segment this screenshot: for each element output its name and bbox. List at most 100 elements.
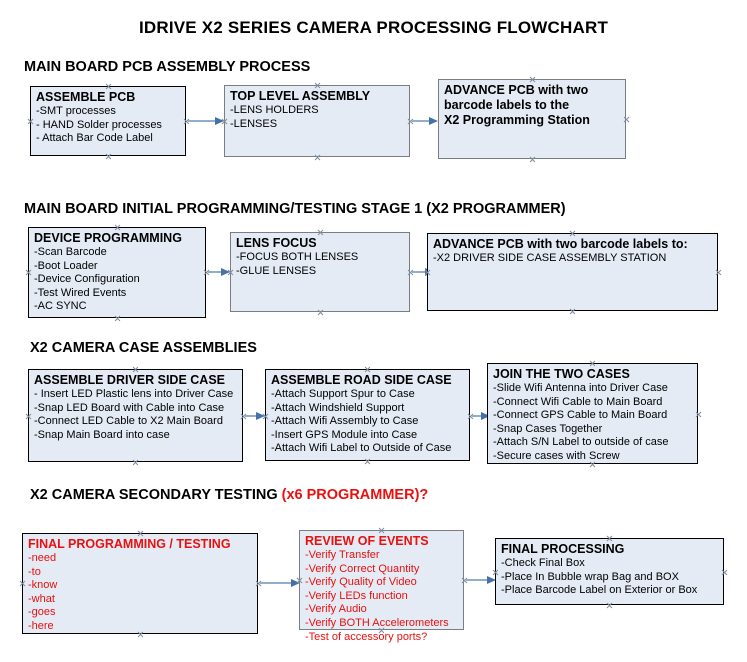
node-line: -what (28, 592, 55, 605)
section-heading-text: X2 CAMERA CASE ASSEMBLIES (30, 340, 257, 356)
node-title: DEVICE PROGRAMMING (34, 231, 182, 245)
node-advance-pcb-programming-station[interactable]: ADVANCE PCB with two barcode labels to t… (438, 79, 626, 159)
node-assemble-pcb[interactable]: ASSEMBLE PCB -SMT processes - HAND Solde… (30, 86, 186, 156)
node-title-line3: X2 Programming Station (444, 113, 590, 127)
node-line: -Verify Quality of Video (305, 576, 417, 589)
node-line: -goes (28, 606, 56, 619)
arrow-head (291, 579, 300, 587)
node-assemble-driver-side-case[interactable]: ASSEMBLE DRIVER SIDE CASE - Insert LED P… (28, 369, 243, 462)
node-line: -X2 DRIVER SIDE CASE ASSEMBLY STATION (433, 252, 667, 264)
node-line: -Snap LED Board with Cable into Case (34, 401, 225, 414)
arrow-assemble-pcb-to-top-level (188, 117, 224, 126)
node-join-the-two-cases[interactable]: JOIN THE TWO CASES -Slide Wifi Antenna i… (487, 363, 698, 464)
node-line: -here (28, 619, 54, 632)
node-line: -Slide Wifi Antenna into Driver Case (493, 382, 668, 394)
arrow-device-programming-to-lens-focus (208, 268, 230, 277)
node-line: -Snap Main Board into case (34, 428, 170, 441)
node-line: -Attach Wifi Assembly to Case (271, 415, 419, 428)
node-title: FINAL PROGRAMMING / TESTING (28, 537, 231, 551)
arrow-top-level-to-advance-pcb (412, 117, 438, 126)
node-title: ASSEMBLE PCB (36, 90, 136, 104)
arrow-shaft (412, 120, 430, 122)
arrow-road-case-to-join-cases (472, 412, 490, 421)
arrow-shaft (472, 415, 482, 417)
arrow-shaft (188, 120, 216, 122)
node-device-programming[interactable]: DEVICE PROGRAMMING -Scan Barcode -Boot L… (28, 227, 206, 318)
arrow-head (221, 268, 230, 276)
page-title: IDRIVE X2 SERIES CAMERA PROCESSING FLOWC… (138, 18, 609, 37)
section-heading-initial-programming: MAIN BOARD INITIAL PROGRAMMING/TESTING S… (24, 201, 566, 217)
section-heading-case-assemblies: X2 CAMERA CASE ASSEMBLIES (30, 340, 257, 356)
node-line: -Verify LEDs function (305, 589, 408, 602)
node-line: - HAND Solder processes (36, 118, 162, 131)
arrow-head (215, 117, 224, 125)
node-line: -to (28, 565, 41, 578)
node-line: -LENS HOLDERS (230, 104, 319, 116)
node-line: -Boot Loader (34, 259, 98, 272)
node-title: ADVANCE PCB with two barcode labels to: (433, 237, 688, 251)
node-title: JOIN THE TWO CASES (493, 367, 630, 381)
node-line: -need (28, 552, 57, 564)
node-top-level-assembly[interactable]: TOP LEVEL ASSEMBLY -LENS HOLDERS -LENSES (224, 85, 410, 157)
section-heading-text: X2 CAMERA SECONDARY TESTING (30, 487, 282, 503)
node-line: -Device Configuration (34, 273, 140, 286)
node-line: -Insert GPS Module into Case (271, 428, 418, 441)
arrow-head (487, 576, 496, 584)
node-advance-pcb-driver-side-station[interactable]: ADVANCE PCB with two barcode labels to: … (427, 233, 718, 311)
node-lens-focus[interactable]: LENS FOCUS -FOCUS BOTH LENSES -GLUE LENS… (230, 232, 410, 312)
node-line: -Test of accessory ports? (305, 630, 428, 643)
node-line: -Attach Support Spur to Case (271, 388, 415, 400)
arrow-head (256, 412, 265, 420)
node-line: -Place Barcode Label on Exterior or Box (501, 584, 698, 597)
node-line: -Connect LED Cable to X2 Main Board (34, 415, 223, 428)
node-line: - Attach Bar Code Label (36, 132, 153, 145)
arrow-shaft (412, 271, 426, 273)
node-line: -SMT processes (36, 105, 116, 117)
section-heading-text: MAIN BOARD PCB ASSEMBLY PROCESS (24, 59, 311, 75)
arrow-shaft (466, 579, 488, 581)
node-title: ADVANCE PCB with two (444, 83, 589, 97)
node-line: -FOCUS BOTH LENSES (236, 251, 359, 263)
arrow-shaft (208, 271, 222, 273)
node-line: -AC SYNC (34, 300, 87, 313)
node-line: -Scan Barcode (34, 246, 107, 258)
node-line: -Verify Transfer (305, 549, 380, 561)
arrow-head (481, 412, 490, 420)
node-line: -Verify Audio (305, 603, 367, 616)
node-review-of-events[interactable]: REVIEW OF EVENTS -Verify Transfer -Verif… (299, 530, 464, 643)
node-line: -Test Wired Events (34, 286, 127, 299)
section-heading-text: MAIN BOARD INITIAL PROGRAMMING/TESTING S… (24, 201, 566, 217)
node-line: -Connect Wifi Cable to Main Board (493, 395, 663, 408)
node-line: -Secure cases with Screw (493, 449, 620, 462)
node-title: REVIEW OF EVENTS (305, 534, 429, 548)
node-title: FINAL PROCESSING (501, 542, 625, 556)
arrow-shaft (260, 582, 292, 584)
arrow-shaft (245, 415, 257, 417)
node-line: -know (28, 579, 58, 592)
node-title: TOP LEVEL ASSEMBLY (230, 89, 371, 103)
node-line: -Place In Bubble wrap Bag and BOX (501, 570, 679, 583)
node-line: -Attach S/N Label to outside of case (493, 436, 669, 449)
section-heading-secondary-testing: X2 CAMERA SECONDARY TESTING (x6 PROGRAMM… (30, 487, 428, 503)
arrow-review-to-final-processing (466, 576, 496, 585)
node-final-processing[interactable]: FINAL PROCESSING -Check Final Box -Place… (495, 538, 724, 605)
node-line: -Snap Cases Together (493, 422, 603, 435)
node-line: -Attach Wifi Label to Outside of Case (271, 442, 452, 455)
arrow-head (429, 117, 438, 125)
section-heading-accent: (x6 PROGRAMMER)? (281, 487, 429, 503)
node-line: -GLUE LENSES (236, 264, 317, 277)
node-line: -Connect GPS Cable to Main Board (493, 409, 668, 422)
node-line: - Insert LED Plastic lens into Driver Ca… (34, 388, 234, 400)
node-line: -LENSES (230, 117, 278, 130)
node-line: -Verify Correct Quantity (305, 562, 420, 575)
arrow-driver-case-to-road-case (245, 412, 265, 421)
arrow-final-programming-to-review (260, 579, 300, 588)
node-title-line2: barcode labels to the (444, 98, 570, 112)
node-final-programming-testing[interactable]: FINAL PROGRAMMING / TESTING -need -to -k… (22, 533, 258, 634)
node-title: LENS FOCUS (236, 236, 317, 250)
node-assemble-road-side-case[interactable]: ASSEMBLE ROAD SIDE CASE -Attach Support … (265, 369, 470, 461)
node-title: ASSEMBLE DRIVER SIDE CASE (34, 373, 226, 387)
node-title: ASSEMBLE ROAD SIDE CASE (271, 373, 452, 387)
node-line: -Check Final Box (501, 557, 585, 569)
